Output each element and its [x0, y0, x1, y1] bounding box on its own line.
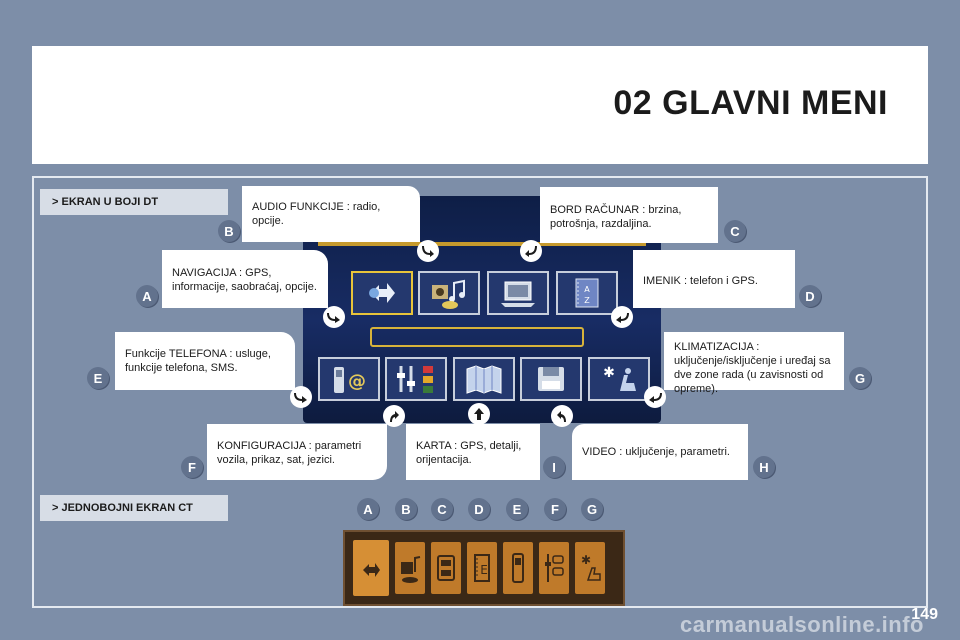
arrow-up-icon	[468, 403, 490, 425]
letter-badge-g: G	[849, 367, 871, 389]
letter-badge-b: B	[218, 220, 240, 242]
svg-text:E: E	[480, 563, 488, 577]
directory-icon[interactable]: E	[467, 542, 497, 594]
air-conditioning-icon[interactable]: ✱	[588, 357, 650, 401]
letter-badge-h: H	[753, 456, 775, 478]
trip-computer-icon[interactable]	[431, 542, 461, 594]
callout-karta: KARTA : GPS, detalji, orijentacija.	[406, 424, 540, 480]
mono-letter-d: D	[468, 498, 490, 520]
navigation-icon[interactable]	[351, 271, 413, 315]
callout-klima: KLIMATIZACIJA : uključenje/isključenje i…	[664, 332, 844, 395]
letter-badge-d: D	[799, 285, 821, 307]
letter-badge-i: I	[543, 456, 565, 478]
letter-badge-a: A	[136, 285, 158, 307]
arrow-left-icon	[611, 306, 633, 328]
page-number: 149	[911, 606, 938, 623]
configuration-icon[interactable]	[539, 542, 569, 594]
mono-letter-g: G	[581, 498, 603, 520]
arrow-left-icon	[644, 386, 666, 408]
page-title: 02 GLAVNI MENI	[613, 84, 888, 122]
arrow-down-left-icon	[520, 240, 542, 262]
map-icon[interactable]	[453, 357, 515, 401]
letter-badge-e: E	[87, 367, 109, 389]
trip-computer-icon[interactable]	[487, 271, 549, 315]
configuration-icon[interactable]	[385, 357, 447, 401]
mono-screen: E ✱	[343, 530, 625, 606]
svg-text:A: A	[584, 285, 590, 294]
audio-icon[interactable]	[418, 271, 480, 315]
mono-letter-a: A	[357, 498, 379, 520]
section-label-mono-screen: > JEDNOBOJNI EKRAN CT	[40, 495, 228, 521]
air-conditioning-icon[interactable]: ✱	[575, 542, 605, 594]
video-icon[interactable]	[520, 357, 582, 401]
callout-video: VIDEO : uključenje, parametri.	[572, 424, 748, 480]
arrow-up-icon	[383, 405, 405, 427]
callout-navigacija: NAVIGACIJA : GPS, informacije, saobraćaj…	[162, 250, 328, 308]
title-panel: 02 GLAVNI MENI	[32, 46, 928, 164]
callout-bord: BORD RAČUNAR : brzina, potrošnja, razdal…	[540, 187, 718, 243]
section-label-color-screen: > EKRAN U BOJI DT	[40, 189, 228, 215]
content-frame	[32, 176, 928, 608]
callout-imenik: IMENIK : telefon i GPS.	[633, 250, 795, 308]
arrow-right-icon	[290, 386, 312, 408]
mono-letter-b: B	[395, 498, 417, 520]
callout-konfiguracija: KONFIGURACIJA : parametri vozila, prikaz…	[207, 424, 387, 480]
audio-icon[interactable]	[395, 542, 425, 594]
info-bar	[370, 327, 584, 347]
arrow-up-icon	[551, 405, 573, 427]
callout-audio: AUDIO FUNKCIJE : radio, opcije.	[242, 186, 420, 242]
watermark: carmanualsonline.info	[680, 612, 924, 637]
telephone-icon[interactable]: @	[318, 357, 380, 401]
svg-text:✱: ✱	[603, 365, 615, 381]
arrow-right-icon	[323, 306, 345, 328]
screen-top-rule	[318, 242, 646, 246]
mono-letter-e: E	[506, 498, 528, 520]
svg-text:✱: ✱	[581, 553, 591, 567]
svg-text:Z: Z	[584, 296, 590, 305]
navigation-icon[interactable]	[353, 540, 389, 596]
mono-letter-c: C	[431, 498, 453, 520]
telephone-icon[interactable]	[503, 542, 533, 594]
letter-badge-c: C	[724, 220, 746, 242]
callout-telefon: Funkcije TELEFONA : usluge, funkcije tel…	[115, 332, 295, 390]
svg-text:@: @	[348, 371, 366, 392]
mono-letter-f: F	[544, 498, 566, 520]
arrow-down-right-icon	[417, 240, 439, 262]
letter-badge-f: F	[181, 456, 203, 478]
